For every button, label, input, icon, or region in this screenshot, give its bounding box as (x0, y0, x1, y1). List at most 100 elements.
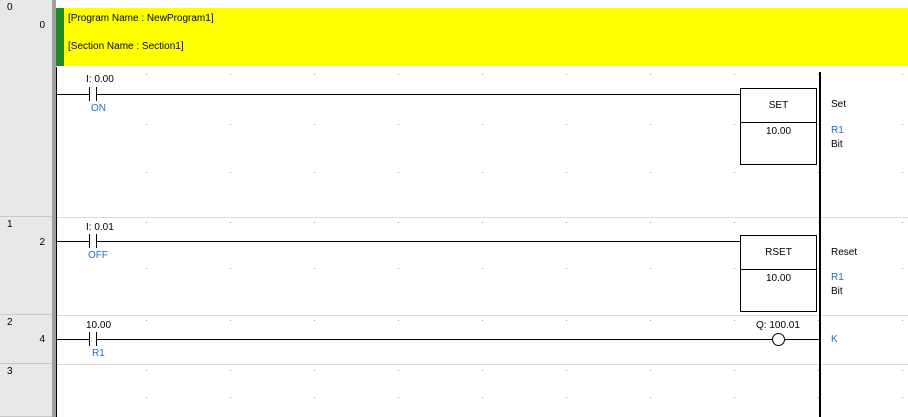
grid-dot (482, 320, 483, 321)
grid-dot (734, 320, 735, 321)
grid-dot (146, 222, 147, 223)
contact-symbol[interactable]: R1 (92, 348, 105, 359)
rung-separator (56, 364, 908, 365)
grid-dot (146, 172, 147, 173)
contact-symbol[interactable]: OFF (88, 250, 108, 261)
grid-dot (230, 124, 231, 125)
rung-number: 2 (7, 317, 13, 328)
rset-instruction-block[interactable]: RSET 10.00 (740, 235, 817, 312)
grid-dot (566, 320, 567, 321)
grid-dot (566, 268, 567, 269)
grid-dot (482, 268, 483, 269)
instruction-operand: 10.00 (765, 126, 792, 137)
grid-dot (902, 222, 903, 223)
rung-wire (96, 339, 772, 340)
grid-dot (902, 124, 903, 125)
grid-dot (734, 74, 735, 75)
grid-dot (398, 320, 399, 321)
grid-dot (482, 370, 483, 371)
grid-dot (650, 124, 651, 125)
grid-dot (482, 397, 483, 398)
grid-dot (902, 397, 903, 398)
rung-wire (57, 339, 89, 340)
set-instruction-block[interactable]: SET 10.00 (740, 88, 817, 165)
grid-dot (734, 397, 735, 398)
rung-wire (96, 241, 740, 242)
section-name-comment[interactable]: [Section Name : Section1] (68, 41, 184, 52)
rung-number: 0 (7, 2, 13, 13)
grid-dot (146, 268, 147, 269)
grid-dot (734, 124, 735, 125)
operand-symbol: R1 (831, 272, 844, 283)
grid-dot (230, 370, 231, 371)
operand-symbol: R1 (831, 125, 844, 136)
grid-dot (230, 222, 231, 223)
grid-dot (734, 268, 735, 269)
contact-address[interactable]: I: 0.01 (86, 222, 114, 233)
step-number: 0 (39, 20, 45, 31)
rung-header-0[interactable]: 0 0 (0, 0, 54, 217)
grid-dot (566, 222, 567, 223)
instruction-operand: 10.00 (765, 273, 792, 284)
operand-type: Bit (831, 286, 843, 297)
coil-address[interactable]: Q: 100.01 (756, 320, 800, 331)
rung-header-3[interactable]: 3 (0, 364, 54, 417)
instruction-mnemonic: SET (741, 89, 816, 123)
grid-dot (230, 320, 231, 321)
contact-address[interactable]: 10.00 (86, 320, 112, 331)
left-power-rail (56, 67, 57, 417)
instruction-mnemonic: RSET (741, 236, 816, 270)
program-comment[interactable] (56, 8, 908, 66)
grid-dot (398, 124, 399, 125)
grid-dot (734, 370, 735, 371)
grid-dot (314, 320, 315, 321)
grid-dot (230, 74, 231, 75)
grid-dot (902, 370, 903, 371)
grid-dot (398, 268, 399, 269)
grid-dot (314, 74, 315, 75)
grid-dot (566, 124, 567, 125)
coil-symbol[interactable]: K (831, 334, 838, 345)
output-coil-icon[interactable] (772, 333, 785, 346)
grid-dot (146, 370, 147, 371)
contact-address[interactable]: I: 0.00 (86, 74, 114, 85)
rung-separator (56, 217, 908, 218)
grid-dot (902, 172, 903, 173)
grid-dot (902, 268, 903, 269)
grid-dot (566, 397, 567, 398)
operand-type: Bit (831, 139, 843, 150)
rung-number: 3 (7, 366, 13, 377)
grid-dot (482, 172, 483, 173)
grid-dot (314, 268, 315, 269)
grid-dot (314, 370, 315, 371)
rung-header-1[interactable]: 1 2 (0, 217, 54, 315)
grid-dot (566, 172, 567, 173)
comment-marker (56, 8, 64, 66)
grid-dot (314, 397, 315, 398)
grid-dot (146, 124, 147, 125)
grid-dot (734, 222, 735, 223)
grid-dot (398, 222, 399, 223)
grid-dot (398, 370, 399, 371)
grid-dot (650, 172, 651, 173)
step-number: 4 (39, 334, 45, 345)
rung-wire (96, 94, 740, 95)
grid-dot (314, 124, 315, 125)
grid-dot (146, 74, 147, 75)
instruction-description: Set (831, 99, 847, 110)
grid-dot (902, 320, 903, 321)
program-name-comment[interactable]: [Program Name : NewProgram1] (68, 13, 214, 24)
rung-wire (57, 241, 89, 242)
grid-dot (650, 74, 651, 75)
instruction-description: Reset (831, 247, 858, 258)
grid-dot (230, 397, 231, 398)
rung-number: 1 (7, 219, 13, 230)
grid-dot (650, 268, 651, 269)
contact-symbol[interactable]: ON (91, 103, 106, 114)
rung-header-2[interactable]: 2 4 (0, 315, 54, 364)
grid-dot (230, 172, 231, 173)
grid-dot (650, 222, 651, 223)
grid-dot (650, 370, 651, 371)
grid-dot (146, 320, 147, 321)
grid-dot (566, 74, 567, 75)
